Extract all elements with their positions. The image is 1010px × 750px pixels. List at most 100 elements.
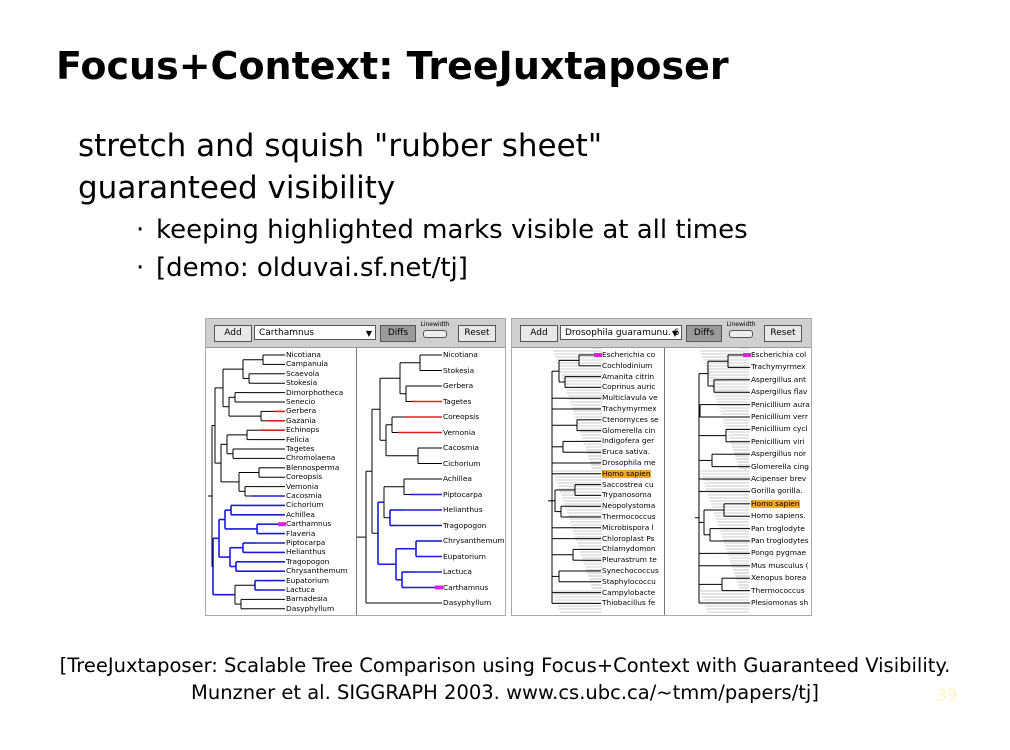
tree-leaf-label[interactable]: Gerbera — [286, 406, 317, 416]
node-search-combo[interactable]: Carthamnus▼ — [254, 325, 376, 340]
tree-leaf-label[interactable]: Saccostrea cu — [602, 479, 654, 489]
diffs-button[interactable]: Diffs — [686, 325, 722, 342]
tree-leaf-label[interactable]: Acipenser brev — [751, 474, 807, 483]
tree-leaf-label[interactable]: Barnadesia — [286, 594, 328, 604]
tree-leaf-label[interactable]: Glomerella cing — [751, 461, 809, 471]
tree-leaf-label[interactable]: Penicillium viri — [751, 436, 805, 446]
tree-leaf-label[interactable]: Xenopus borea — [751, 573, 807, 583]
tree-leaf-label[interactable]: Chloroplast Ps — [602, 533, 655, 543]
tree-leaf-label[interactable]: Plesiomonas sh — [751, 598, 809, 607]
tree-leaf-label[interactable]: Chlamydomon — [602, 544, 656, 554]
tree-leaf-label[interactable]: Stokesia — [286, 378, 318, 388]
linewidth-slider[interactable]: Linewidth — [420, 321, 450, 338]
tree-leaf-label[interactable]: Escherichia co — [602, 350, 656, 359]
tree-leaf-label[interactable]: Campanula — [286, 359, 329, 369]
tree-leaf-label[interactable]: Aspergillus nor — [751, 449, 807, 459]
tree-leaf-label[interactable]: Tragopogon — [286, 556, 330, 566]
tree-leaf-label[interactable]: Staphylococcu — [602, 576, 656, 586]
tree-leaf-label[interactable]: Thermococcus — [751, 585, 805, 595]
tree-leaf-label[interactable]: Homo sapien — [751, 498, 800, 508]
tree-leaf-label[interactable]: Tragopogon — [443, 520, 487, 530]
tree-leaf-label[interactable]: Cichorium — [443, 458, 481, 468]
tree-leaf-label[interactable]: Coreopsis — [286, 472, 323, 482]
reset-button[interactable]: Reset — [764, 325, 802, 342]
tree-leaf-label[interactable]: Cacosmia — [286, 491, 322, 500]
tree-leaf-label[interactable]: Nicotiana — [286, 350, 321, 359]
tree-leaf-label[interactable]: Cichorium — [286, 500, 324, 510]
tree-leaf-label[interactable]: Tagetes — [443, 396, 472, 406]
tree-leaf-label[interactable]: Carthamnus — [286, 519, 332, 529]
tree-leaf-label[interactable]: Gorilla gorilla. — [751, 486, 803, 496]
tree-leaf-label[interactable]: Amanita citrin — [602, 371, 655, 381]
tree-leaf-label[interactable]: Nicotiana — [443, 350, 478, 359]
tree-leaf-label[interactable]: Eruca sativa. — [602, 447, 650, 457]
tree-leaf-label[interactable]: Pan troglodytes — [751, 536, 809, 545]
tree-leaf-label[interactable]: Achillea — [443, 474, 472, 483]
tree-leaf-label[interactable]: Stokesia — [443, 365, 475, 375]
tree-leaf-label[interactable]: Senecio — [286, 397, 316, 406]
tree-leaf-label[interactable]: Achillea — [286, 509, 315, 519]
tree-leaf-label[interactable]: Piptocarpa — [286, 538, 326, 547]
tree-leaf-label[interactable]: Escherichia col — [751, 350, 807, 359]
tree-leaf-label[interactable]: Penicillium verr — [751, 412, 808, 421]
tree-leaf-label[interactable]: Penicillium aura — [751, 399, 810, 409]
tree-leaf-label[interactable]: Pleurastrum te — [602, 555, 657, 565]
tree-leaf-label[interactable]: Homo sapien — [602, 468, 651, 478]
tree-leaf-label[interactable]: Aspergillus flav — [751, 387, 808, 397]
tree-leaf-label[interactable]: Thiobacillus fe — [602, 598, 656, 608]
tree-leaf-label[interactable]: Blennosperma — [286, 462, 340, 472]
tree-leaf-label[interactable]: Cochlodinium — [602, 360, 653, 370]
tree-leaf-label[interactable]: Drosophila me — [602, 458, 656, 467]
tree-leaf-label[interactable]: Penicillium cycl — [751, 424, 808, 434]
slider-track[interactable] — [423, 330, 447, 338]
tree-leaf-label[interactable]: Felicia — [286, 434, 310, 444]
tree-leaf-label[interactable]: Vernonia — [286, 481, 319, 491]
tree-leaf-label[interactable]: Dasyphyllum — [286, 603, 335, 613]
tree-leaf-label[interactable]: Chrysanthemum — [286, 566, 348, 576]
tree-leaf-label[interactable]: Campylobacte — [602, 587, 656, 597]
reset-button[interactable]: Reset — [458, 325, 496, 342]
tree-leaf-label[interactable]: Trypanosoma — [602, 490, 652, 500]
tree-leaf-label[interactable]: Trachymyrmex — [602, 404, 657, 413]
tree-leaf-label[interactable]: Chrysanthemum — [443, 536, 505, 545]
tree-leaf-label[interactable]: Lactuca — [443, 567, 472, 576]
tree-leaf-label[interactable]: Chromolaena — [286, 453, 336, 463]
tree-leaf-label[interactable]: Eupatorium — [286, 575, 329, 585]
add-button[interactable]: Add — [520, 325, 558, 342]
tree-leaf-label[interactable]: Coprinus auric — [602, 382, 656, 392]
tree-leaf-label[interactable]: Thermococcus — [602, 512, 656, 521]
tree-leaf-label[interactable]: Dasyphyllum — [443, 598, 492, 607]
tree-leaf-label[interactable]: Piptocarpa — [443, 489, 483, 499]
tree-leaf-label[interactable]: Trachymyrmex — [751, 362, 806, 372]
tree-leaf-label[interactable]: Synechococcus — [602, 566, 659, 575]
tree-leaf-label[interactable]: Lactuca — [286, 585, 315, 594]
slider-track[interactable] — [729, 330, 753, 338]
tree-leaf-label[interactable]: Pan troglodyte — [751, 523, 805, 533]
diffs-button[interactable]: Diffs — [380, 325, 416, 342]
tree-leaf-label[interactable]: Homo sapiens. — [751, 511, 806, 521]
tree-leaf-label[interactable]: Gazania — [286, 415, 316, 425]
tree-leaf-label[interactable]: Pongo pygmae — [751, 548, 806, 558]
tree-leaf-label[interactable]: Multiclavula ve — [602, 393, 658, 403]
tree-leaf-label[interactable]: Helianthus — [443, 505, 483, 514]
tree-leaf-label[interactable]: Gerbera — [443, 381, 474, 390]
tree-leaf-label[interactable]: Microbispora l — [602, 522, 654, 532]
tree-leaf-label[interactable]: Tagetes — [286, 444, 315, 453]
tree-leaf-label[interactable]: Carthamnus — [443, 582, 489, 592]
tree-leaf-label[interactable]: Echinops — [286, 425, 320, 435]
add-button[interactable]: Add — [214, 325, 252, 342]
tree-leaf-label[interactable]: Helianthus — [286, 547, 326, 557]
tree-leaf-label[interactable]: Eupatorium — [443, 551, 486, 561]
tree-leaf-label[interactable]: Coreopsis — [443, 412, 480, 421]
tree-leaf-label[interactable]: Dimorphotheca — [286, 387, 344, 397]
tree-leaf-label[interactable]: Glomerella cin — [602, 425, 656, 435]
tree-leaf-label[interactable]: Indigofera ger — [602, 436, 655, 446]
tree-leaf-label[interactable]: Scaevola — [286, 368, 320, 378]
tree-leaf-label[interactable]: Cacosmia — [443, 443, 479, 452]
linewidth-slider[interactable]: Linewidth — [726, 321, 756, 338]
tree-leaf-label[interactable]: Aspergillus ant — [751, 374, 806, 384]
